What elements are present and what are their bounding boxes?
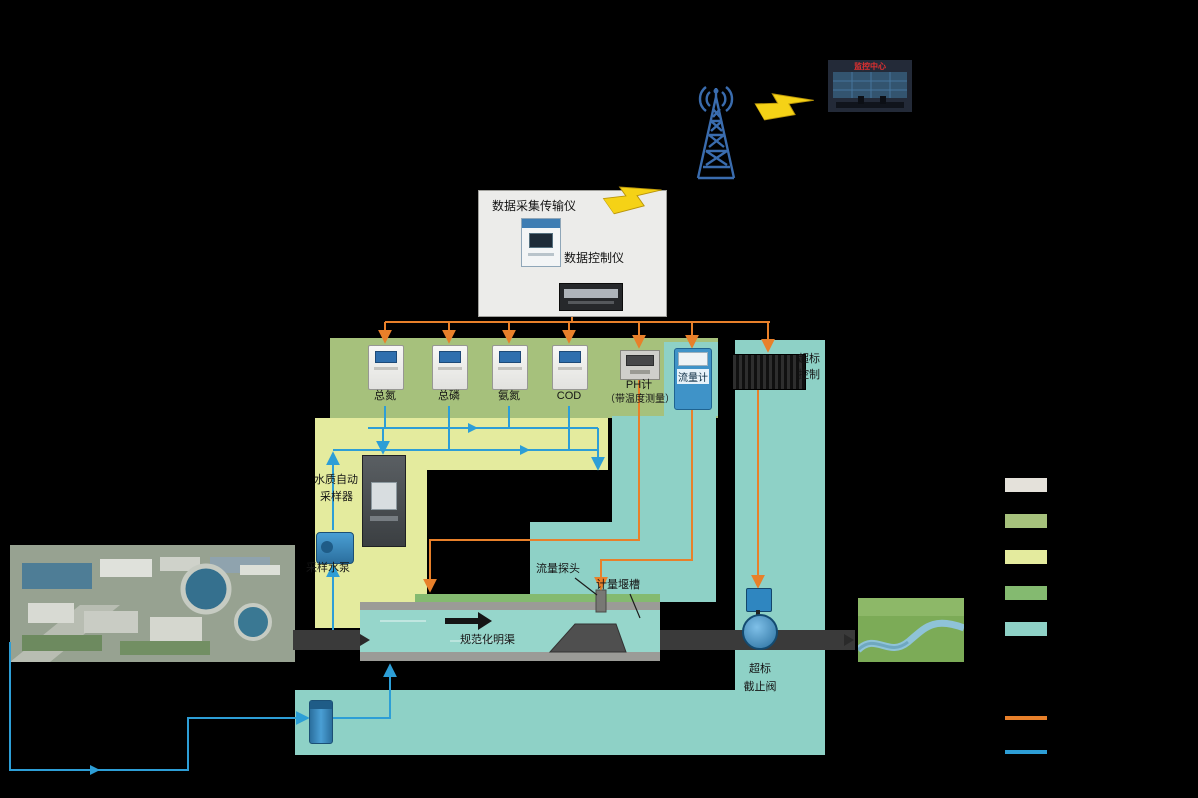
legend-swatch-4: [1005, 586, 1047, 600]
analyzer-screen: [559, 351, 581, 363]
legend-line-orange: [1005, 716, 1047, 720]
weir-label: 计量堰槽: [596, 579, 640, 591]
shutoff-valve-label-1: 超标: [749, 663, 771, 675]
analyzer-panel-line: [558, 367, 582, 370]
callout-pointer-lines: [574, 577, 641, 619]
transmitter-header: [522, 219, 560, 228]
analyzer-panel-line: [498, 367, 522, 370]
channel-label: 规范化明渠: [460, 634, 515, 646]
monitoring-center-label: 监控中心: [854, 62, 886, 71]
analyzer-cod-label: COD: [556, 390, 582, 402]
overlimit-controller-label-2: 控制: [798, 369, 820, 381]
legend-swatch-5: [1005, 622, 1047, 636]
panel-probe-area: [530, 522, 716, 602]
ph-meter-screen: [626, 355, 654, 366]
ph-meter-label: PH计: [625, 379, 653, 391]
sampler-vent: [370, 516, 398, 521]
treatment-plant-photo: [10, 545, 295, 662]
lightning-bolt-tower-to-center: [753, 93, 814, 121]
analyzer-panel-line: [438, 367, 462, 370]
analyzer-nh3-device: [492, 345, 528, 390]
transmitter-slot: [528, 253, 554, 256]
flow-meter-screen: [678, 352, 708, 366]
flow-probe-label: 流量探头: [536, 563, 580, 575]
analyzer-screen: [439, 351, 461, 363]
analyzer-tn-label: 总氮: [374, 390, 396, 402]
pump-cap: [310, 701, 332, 709]
sampler-window: [371, 482, 397, 510]
shutoff-valve-device: [742, 614, 778, 650]
legend-swatch-2: [1005, 514, 1047, 528]
plant-aerial-shapes: [10, 545, 295, 662]
daq-panel: 数据采集传输仪 数据控制仪: [478, 190, 667, 317]
ph-meter-note: （带温度测量）: [605, 394, 675, 405]
legend: [1005, 478, 1047, 754]
analyzer-screen: [375, 351, 397, 363]
data-transmitter-device: [521, 218, 561, 267]
ph-meter-device: [620, 350, 660, 380]
flow-meter-label: 流量计: [677, 369, 709, 384]
legend-line-blue: [1005, 750, 1047, 754]
legend-swatch-3: [1005, 550, 1047, 564]
legend-swatch-1: [1005, 478, 1047, 492]
tower-shapes: [696, 86, 736, 180]
sampling-pump-device: [316, 532, 354, 564]
analyzer-tp-device: [432, 345, 468, 390]
channel-flow-arrows: [360, 634, 854, 646]
open-channel-flume: [360, 589, 660, 661]
panel-mid-column: [612, 416, 716, 524]
flow-meter-device: 流量计: [674, 348, 712, 410]
pump-cap: [321, 541, 333, 553]
shutoff-valve-label-2: 截止阀: [743, 681, 777, 693]
auto-sampler-device: [362, 455, 406, 547]
daq-title: 数据采集传输仪: [492, 199, 577, 213]
lightning-bolt-daq-to-tower: [602, 186, 662, 215]
panel-bottom-strip: [295, 690, 825, 755]
analyzer-nh3-label: 氨氮: [498, 390, 520, 402]
channel-pipe-inlet: [293, 630, 373, 650]
data-controller-device: [559, 283, 623, 311]
sampler-label-2: 采样器: [320, 491, 353, 503]
analyzer-cod-device: [552, 345, 588, 390]
bolt-shape: [602, 186, 662, 215]
valve-stem: [756, 610, 760, 616]
monitoring-center-photo: [828, 60, 912, 112]
data-controller-label: 数据控制仪: [564, 251, 625, 265]
ph-meter-buttons: [630, 370, 650, 374]
return-pump-device: [309, 700, 333, 744]
bolt-shape: [753, 93, 814, 121]
river-photo: [858, 598, 964, 662]
transmitter-screen: [529, 233, 553, 248]
river-aerial-shapes: [858, 598, 964, 662]
valve-actuator: [746, 588, 772, 612]
controller-faceplate: [564, 289, 618, 298]
blue-sampling-lines: [9, 406, 605, 775]
analyzer-tp-label: 总磷: [438, 390, 460, 402]
orange-signal-lines: [378, 315, 775, 593]
panel-right-column: [735, 340, 825, 755]
analyzer-panel-line: [374, 367, 398, 370]
analyzer-tn-device: [368, 345, 404, 390]
overlimit-controller-device: [732, 354, 806, 390]
analyzer-screen: [499, 351, 521, 363]
sampler-label-1: 水质自动: [314, 474, 358, 486]
controller-slot: [568, 301, 614, 304]
control-room-shapes: [828, 60, 912, 112]
radio-tower-icon: [696, 86, 736, 180]
overlimit-controller-label-1: 超标: [798, 353, 820, 365]
sampling-pump-label: 采样水泵: [306, 562, 350, 574]
flume-shapes: [360, 589, 660, 661]
